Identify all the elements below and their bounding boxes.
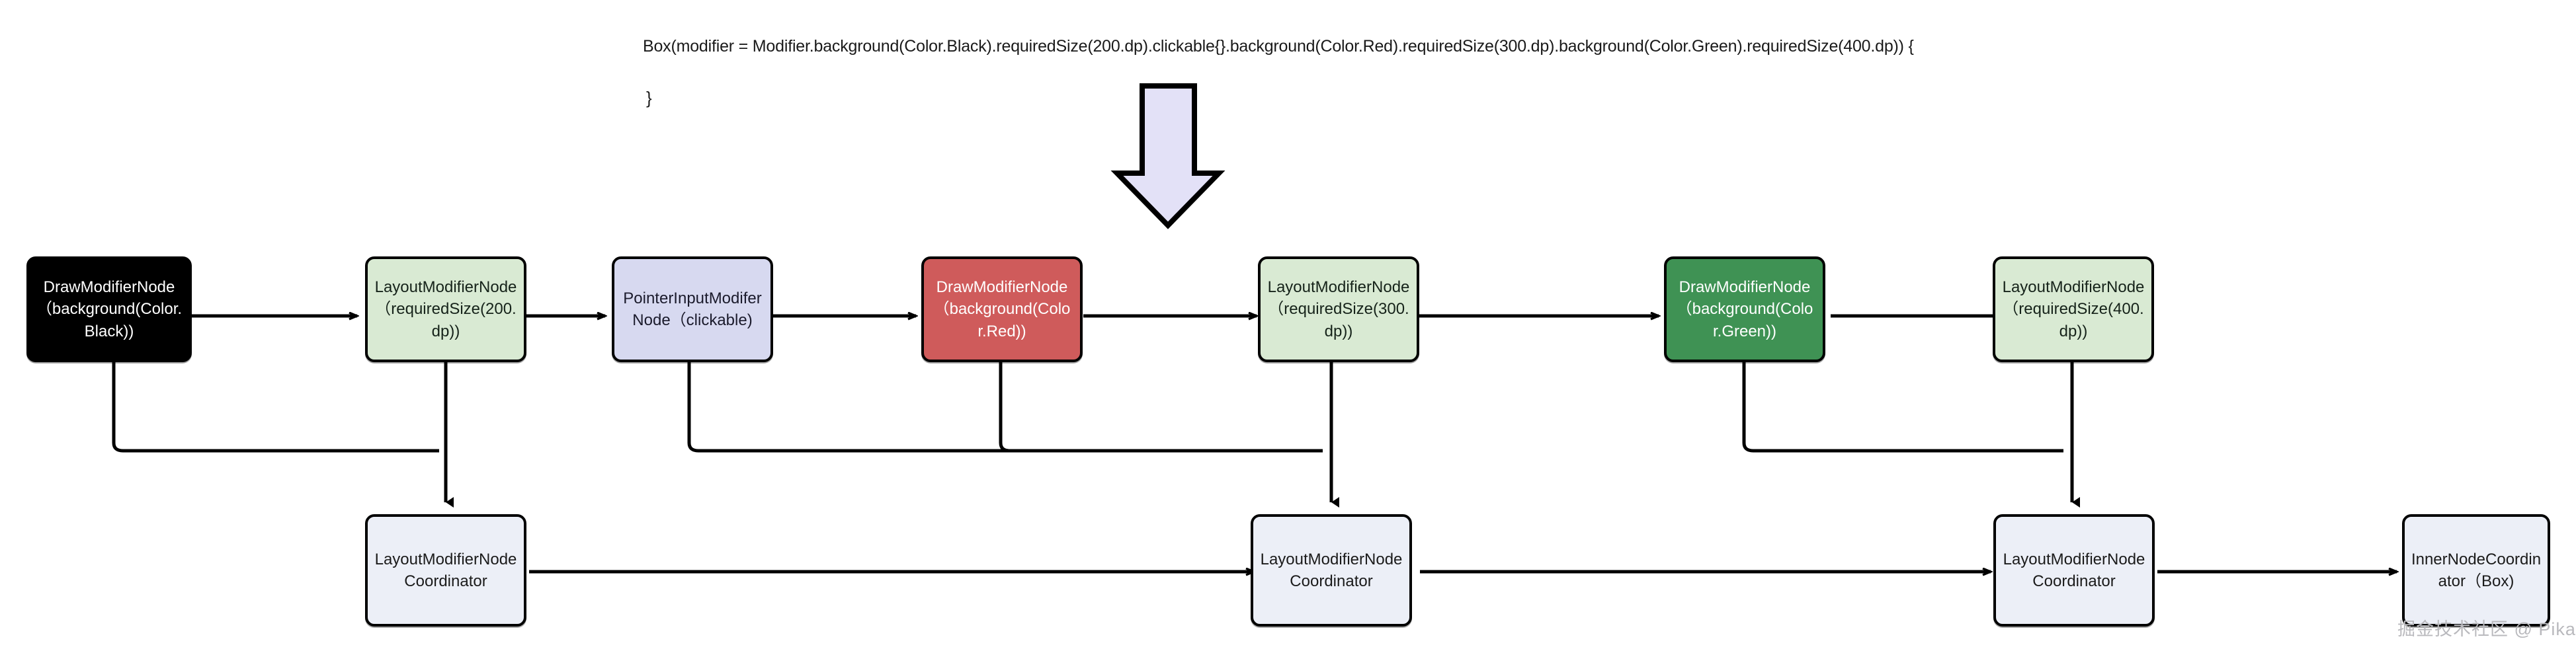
- node-layout-modifier-300dp[interactable]: LayoutModifierNode（requiredSize(300.dp)): [1258, 256, 1419, 362]
- node-layout-modifier-node-coordinator-2[interactable]: LayoutModifierNodeCoordinator: [1251, 514, 1412, 627]
- node-draw-modifier-red[interactable]: DrawModifierNode（background(Color.Red)): [921, 256, 1083, 362]
- node-layout-modifier-node-coordinator-3[interactable]: LayoutModifierNodeCoordinator: [1993, 514, 2155, 627]
- code-snippet-closing-brace: }: [646, 88, 652, 108]
- code-snippet-line: Box(modifier = Modifier.background(Color…: [643, 37, 1914, 56]
- node-to-coordinator-links: [112, 362, 2080, 508]
- watermark-label: 掘金技术社区 @ Pika: [2397, 619, 2576, 639]
- node-pointer-input-modifier[interactable]: PointerInputModiferNode（clickable): [612, 256, 773, 362]
- down-arrow-icon: [1110, 83, 1226, 229]
- node-layout-modifier-200dp[interactable]: LayoutModifierNode（requiredSize(200.dp)): [365, 256, 526, 362]
- node-draw-modifier-green[interactable]: DrawModifierNode（background(Color.Green)…: [1664, 256, 1825, 362]
- node-layout-modifier-node-coordinator-1[interactable]: LayoutModifierNodeCoordinator: [365, 514, 526, 627]
- node-draw-modifier-black[interactable]: DrawModifierNode（background(Color.Black)…: [26, 256, 192, 362]
- node-inner-node-coordinator-box[interactable]: InnerNodeCoordinator（Box): [2402, 514, 2550, 627]
- node-layout-modifier-400dp[interactable]: LayoutModifierNode（requiredSize(400.dp)): [1993, 256, 2154, 362]
